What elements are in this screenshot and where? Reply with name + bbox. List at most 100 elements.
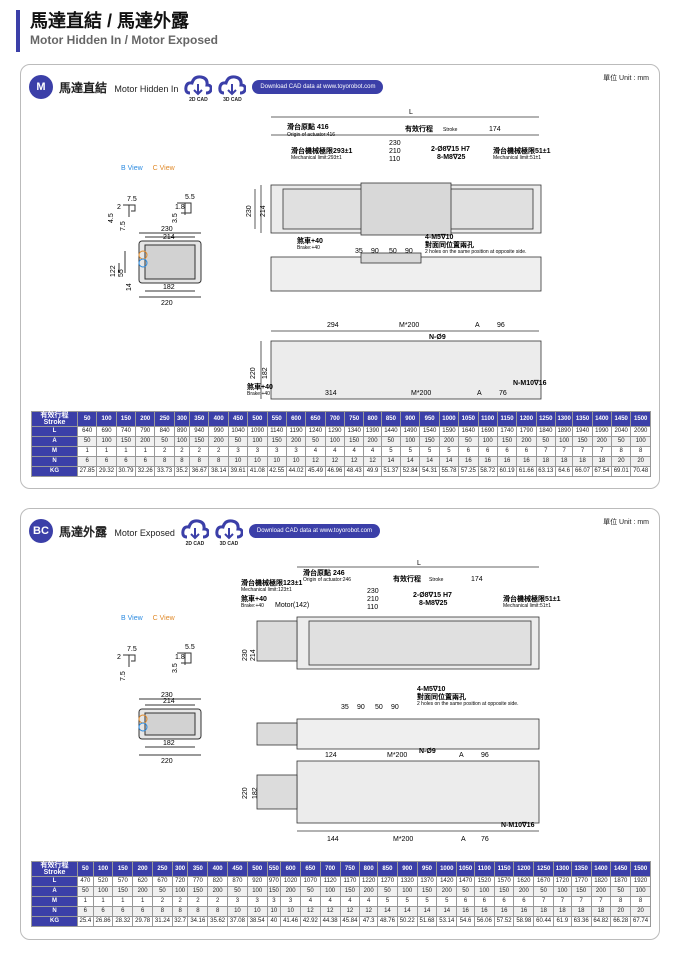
table-cell: 820 (207, 876, 229, 887)
page-header: 馬達直結 / 馬達外露 Motor Hidden In / Motor Expo… (16, 10, 218, 52)
dim-mech-right-en: Mechanical limit:51±1 (503, 603, 551, 609)
table-cell: 200 (207, 886, 229, 897)
table-cell: 16 (477, 456, 498, 467)
dim-bv75b: 7.5 (120, 221, 127, 231)
table-cell: 8 (189, 456, 210, 467)
dim-bv2: 2 (117, 654, 121, 661)
stroke-column-header: 1450 (610, 861, 632, 877)
dim-35: 35 (355, 248, 363, 255)
stroke-column-header: 1350 (570, 861, 592, 877)
section-title-en: Motor Exposed (114, 527, 175, 538)
table-cell: 20 (611, 456, 632, 467)
table-cell: 8 (611, 446, 632, 457)
table-cell: 1470 (456, 876, 475, 887)
table-cell: 2 (187, 896, 209, 907)
dim-sv220: 220 (161, 300, 173, 307)
table-cell: 7 (535, 446, 556, 457)
table-cell: 50 (227, 436, 249, 447)
dim-sv214: 214 (163, 698, 175, 705)
dim-174: 174 (489, 126, 501, 133)
dim-m5: 4-M5∇10 (425, 233, 454, 241)
stroke-column-header: 50 (76, 411, 98, 427)
table-cell: 1070 (299, 876, 321, 887)
table-cell: 4 (339, 896, 361, 907)
section-title: 馬達直結 Motor Hidden In (59, 79, 178, 96)
table-cell: 150 (189, 436, 210, 447)
dim-cv35: 3.5 (172, 663, 179, 673)
table-cell: 14 (438, 456, 460, 467)
table-cell: 1240 (305, 426, 326, 437)
download-cad-link[interactable]: Download CAD data at www.toyorobot.com (252, 80, 384, 94)
table-cell: 34.16 (187, 916, 209, 927)
table-cell: 18 (590, 906, 612, 917)
table-cell: 20 (630, 456, 651, 467)
table-cell: 44.02 (285, 466, 307, 477)
stroke-column-header: 1150 (493, 861, 515, 877)
table-cell: 51.68 (416, 916, 438, 927)
table-cell: 790 (135, 426, 156, 437)
dim-bv75b: 7.5 (120, 671, 127, 681)
table-cell: 1 (77, 896, 94, 907)
table-cell: 200 (436, 886, 458, 897)
table-cell: 150 (570, 886, 592, 897)
dim-bv75: 7.5 (127, 196, 137, 203)
table-cell: 1690 (477, 426, 498, 437)
stroke-column-header: 1250 (533, 861, 555, 877)
table-cell: 100 (473, 886, 495, 897)
table-cell: 6 (96, 456, 117, 467)
dim-sv182: 182 (163, 284, 175, 291)
cad-2d-icon[interactable]: 2D CAD (181, 517, 209, 547)
table-cell: 100 (553, 886, 572, 897)
section-title-en: Motor Hidden In (114, 83, 179, 94)
table-cell: 66.07 (572, 466, 593, 477)
table-cell: 4 (359, 896, 379, 907)
cad-3d-icon[interactable]: 3D CAD (218, 73, 247, 103)
table-cell: 50 (533, 886, 555, 897)
table-cell: 100 (246, 886, 268, 897)
dim-brake-en: Brake:+40 (241, 603, 264, 609)
row-label: A (31, 886, 78, 897)
table-cell: 150 (416, 886, 438, 897)
table-cell: 35.62 (207, 916, 229, 927)
table-cell: 16 (516, 456, 537, 467)
table-cell: 66.28 (610, 916, 632, 927)
table-cell: 920 (246, 876, 268, 887)
dim-stroke-en: Stroke (443, 127, 458, 133)
table-cell: 100 (400, 436, 421, 447)
dim-210: 210 (389, 148, 401, 155)
stroke-column-header: 300 (173, 411, 191, 427)
dim-50: 50 (375, 704, 383, 711)
table-cell: 33.73 (154, 466, 175, 477)
dim-mech-right: 滑台機械極限51±1 (503, 594, 561, 603)
stroke-column-header: 650 (299, 861, 321, 877)
table-cell: 64.6 (554, 466, 574, 477)
table-cell: 38.54 (246, 916, 268, 927)
table-cell: 49.9 (363, 466, 382, 477)
table-cell: 150 (266, 886, 282, 897)
table-cell: 1720 (553, 876, 572, 887)
table-cell: 30.79 (115, 466, 137, 477)
dim-m10: N-M10∇16 (501, 821, 535, 829)
dim-brake: 煞車+40 (297, 236, 323, 245)
dim-n9: N-Ø9 (419, 748, 436, 755)
dim-hole1: 2-Ø8∇15 H7 (413, 591, 452, 599)
table-cell: 3 (227, 896, 248, 907)
table-cell: 12 (324, 456, 346, 467)
dim-bv45: 4.5 (108, 213, 115, 223)
stroke-column-header: 950 (416, 861, 438, 877)
table-cell: 18 (570, 906, 592, 917)
table-cell: 100 (630, 436, 651, 447)
table-cell: 1770 (570, 876, 592, 887)
stroke-header-en: Stroke (43, 419, 66, 426)
cad-3d-icon[interactable]: 3D CAD (215, 517, 243, 547)
dim-cv18: 1.8 (175, 204, 185, 211)
download-cad-link[interactable]: Download CAD data at www.toyorobot.com (248, 524, 380, 538)
stroke-column-header: 1300 (553, 861, 572, 877)
table-cell: 6 (132, 906, 154, 917)
table-cell: 20 (610, 906, 632, 917)
cad-2d-icon[interactable]: 2D CAD (184, 73, 213, 103)
table-cell: 720 (171, 876, 189, 887)
